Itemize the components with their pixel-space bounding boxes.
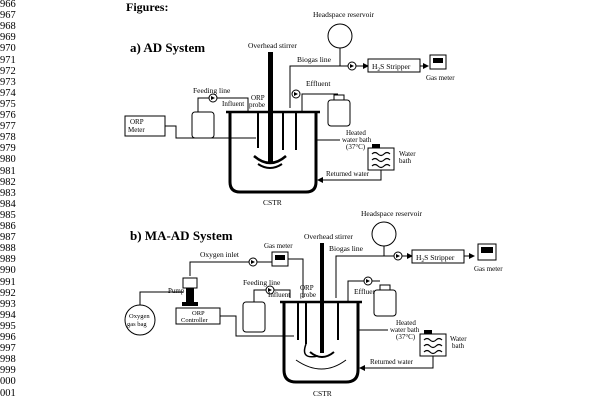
panel-a-cstr-label: CSTR [263,198,282,207]
line-number: 969 [0,32,16,44]
line-number: 986 [0,221,16,232]
line-number: 978 [0,132,16,144]
panel-a-influent-bottle [191,111,215,139]
panel-a-headspace-label: Headspace reservoir [313,10,375,19]
line-number: 975 [0,98,16,110]
panel-a-water-bath [367,147,395,171]
panel-b-cstr-vessel [282,302,360,384]
panel-b-h2s-label: H2S Stripper [416,253,455,264]
panel-a-effluent-bottle [327,99,351,127]
panel-a-biogas-label: Biogas line [297,55,332,64]
line-number: 989 [0,254,16,266]
line-number: 988 [0,243,16,255]
panel-b-oxygen-inlet-label: Oxygen inlet [200,250,240,259]
panel-a-headspace-reservoir [327,23,353,49]
figures-heading: Figures: [126,0,169,14]
line-number: 985 [0,209,16,221]
line-number: 974 [0,87,16,99]
panel-a-gas-meter-label: Gas meter [426,74,455,82]
line-number: 983 [0,187,16,199]
panel-b-gas-meter-label: Gas meter [474,265,503,273]
panel-b-effluent-label: Effluent [354,287,379,296]
panel-b-biogas-label: Biogas line [329,244,364,253]
line-number: 973 [0,76,16,88]
panel-a-title: a) AD System [130,40,205,55]
panel-a-returned-water-label: Returned water [326,170,370,178]
panel-b-ma-ad-system: b) MA-AD System Headspace reservoir Over… [124,209,503,398]
panel-b-feeding-label: Feeding line [243,278,281,287]
line-number: 995 [0,320,16,332]
panel-b-influent-bottle [242,301,266,333]
panel-a-h2s-label: H2S Stripper [372,62,411,73]
line-number: 979 [0,143,16,155]
panel-b-title: b) MA-AD System [130,228,233,243]
line-number: 994 [0,309,16,321]
panel-b-pump [182,277,198,289]
line-number: 997 [0,343,16,355]
panel-a-ad-system: a) AD System Headspace reservoir Overhea… [124,10,455,207]
panel-b-oxygen-gas-bag [124,304,156,336]
panel-b-returned-water-label: Returned water [370,358,414,366]
line-number: 996 [0,332,16,343]
line-number: 001 [0,387,16,399]
line-number: 998 [0,354,16,366]
panel-a-influent-label: Influent [222,100,244,108]
line-number: 968 [0,21,16,33]
panel-a-effluent-label: Effluent [306,79,331,88]
line-number: 991 [0,276,16,288]
panel-b-gas-meter-top-label: Gas meter [264,242,293,250]
line-number: 967 [0,10,16,22]
line-number: 966 [0,0,16,10]
line-number: 984 [0,198,16,210]
line-number: 971 [0,54,16,66]
line-number: 987 [0,232,16,244]
line-number: 972 [0,65,16,77]
line-number: 000 [0,376,16,388]
panel-a-cstr-vessel [228,112,318,194]
panel-b-water-bath [419,333,447,357]
line-number: 970 [0,43,16,55]
line-number: 977 [0,121,16,133]
line-number: 980 [0,154,16,166]
panel-b-headspace-reservoir [371,221,397,247]
line-number: 999 [0,365,16,377]
line-number: 993 [0,298,16,310]
panel-b-cstr-label: CSTR [313,389,332,398]
panel-b-stirrer-label: Overhead stirrer [304,232,353,241]
line-number: 992 [0,287,16,299]
panel-b-stirrer-shaft [320,243,324,353]
line-number: 990 [0,265,16,277]
line-number: 981 [0,165,16,177]
line-number: 982 [0,176,16,188]
panel-b-effluent-bottle [373,289,397,317]
panel-b-influent-label: Influent [268,291,290,299]
panel-a-stirrer-shaft [268,52,273,164]
line-number: 976 [0,110,16,121]
panel-b-pump-label: Pump [168,287,185,295]
panel-a-feeding-label: Feeding line [193,86,231,95]
panel-a-stirrer-label: Overhead stirrer [248,41,297,50]
panel-b-headspace-label: Headspace reservoir [361,209,423,218]
